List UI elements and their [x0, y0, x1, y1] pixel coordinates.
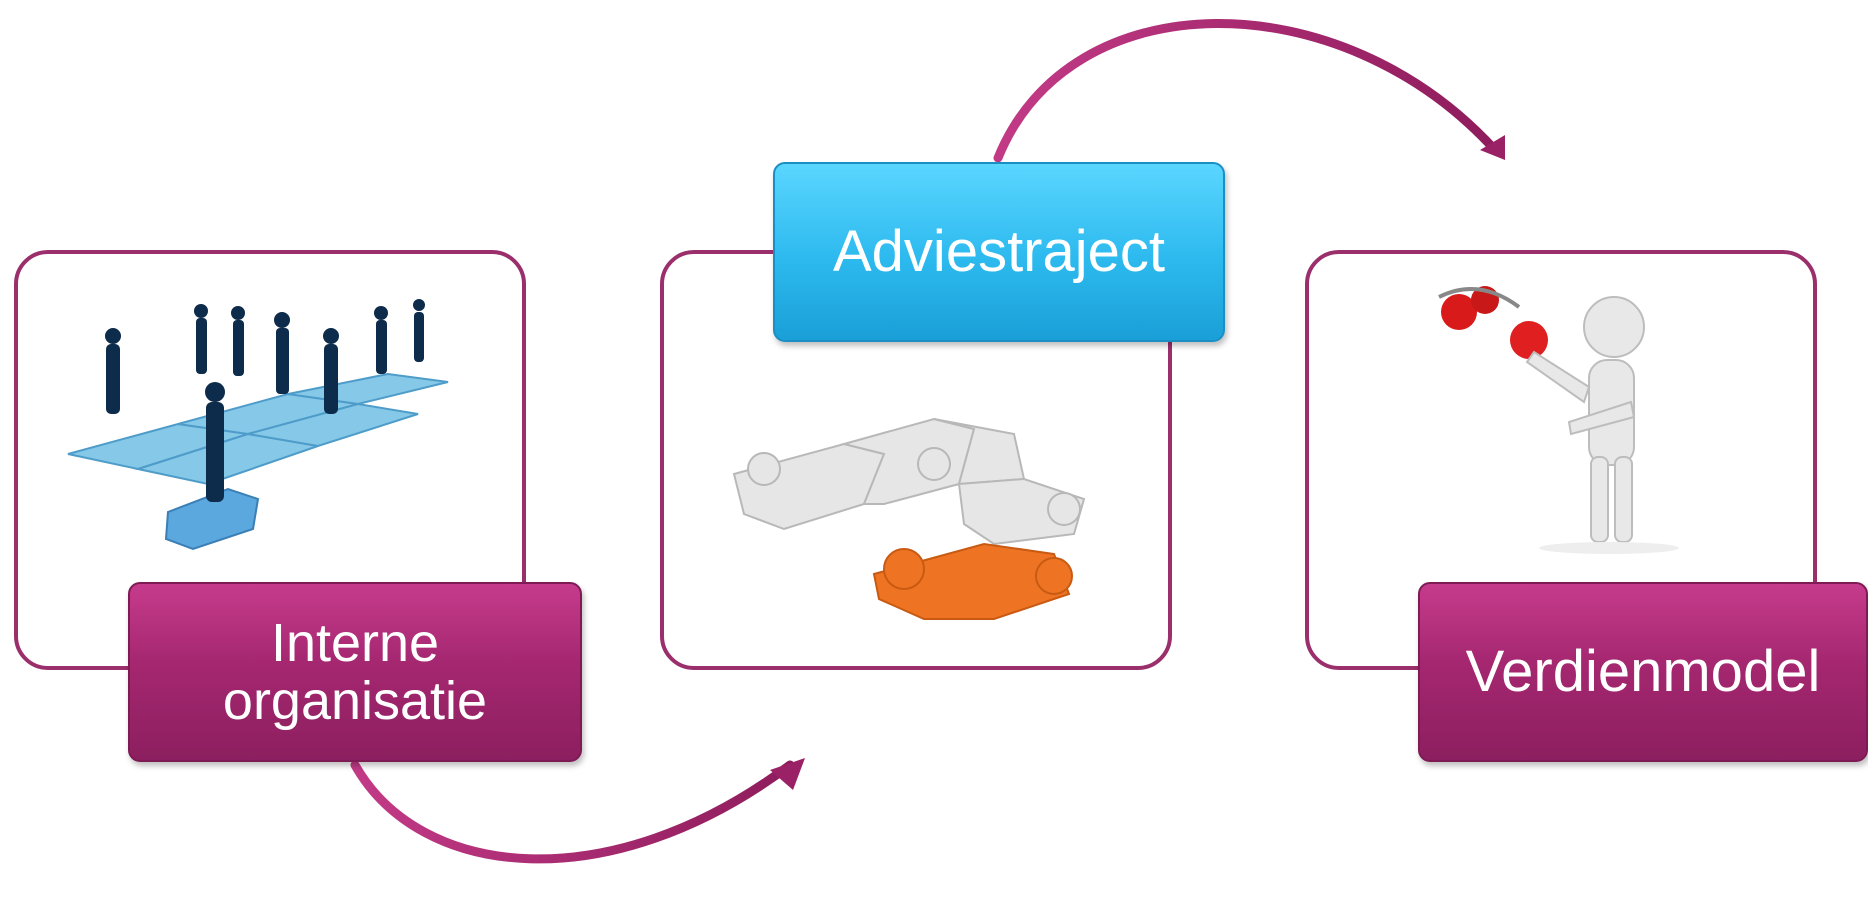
juggling-figure-icon [1438, 286, 1679, 554]
puzzle-pieces-icon [732, 417, 1086, 620]
arrow-bottom [350, 758, 805, 864]
step-label-verdienmodel: Verdienmodel [1418, 582, 1868, 762]
step-label-adviestraject: Adviestraject [773, 162, 1225, 342]
step-label-interne-organisatie: Interne organisatie [128, 582, 582, 762]
arrow-top [993, 19, 1505, 163]
business-people-puzzle-icon [67, 299, 449, 551]
